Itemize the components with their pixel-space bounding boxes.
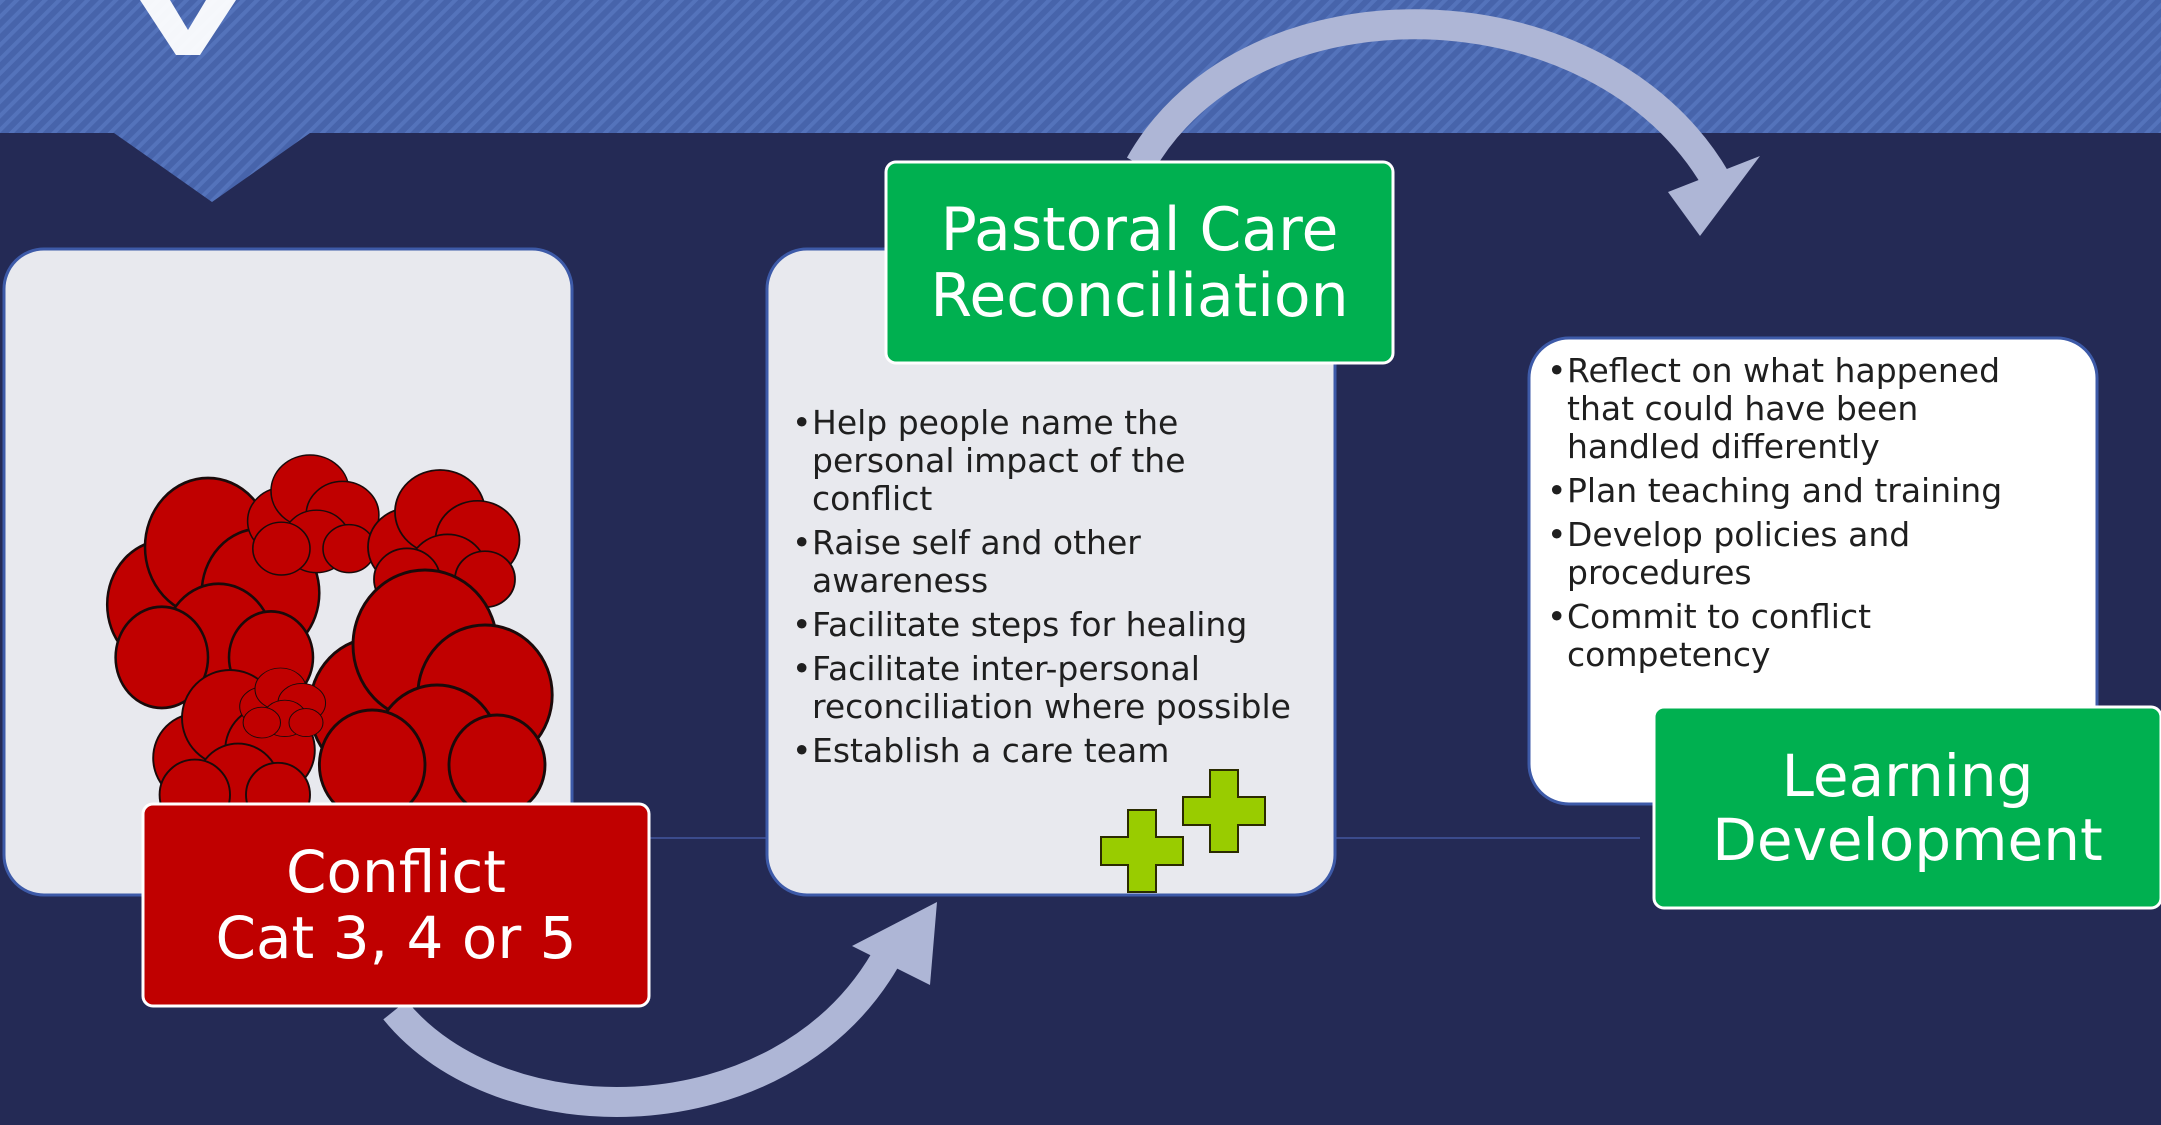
pastoral-bullet-1: Help people name the personal impact of … (790, 404, 1310, 518)
conflict-label-line-2: Cat 3, 4 or 5 (215, 904, 577, 972)
learning-label-line-1: Learning (1781, 741, 2034, 810)
plus-icon (1100, 769, 1266, 893)
learning-bullet-2: Plan teaching and training (1545, 472, 2055, 511)
arrow-bottom (383, 952, 898, 1118)
pastoral-bullet-4: Facilitate inter-personal reconciliation… (790, 650, 1310, 726)
conflict-label: Conflict Cat 3, 4 or 5 (143, 804, 649, 1006)
learning-label-box (1652, 705, 2161, 910)
learning-label: Learning Development (1654, 707, 2161, 908)
pastoral-bullet-3: Facilitate steps for healing (790, 606, 1310, 645)
pastoral-bullet-5: Establish a care team (790, 732, 1310, 771)
arrow-bottom-head (852, 902, 937, 985)
learning-bullet-4: Commit to conflict competency (1545, 598, 2055, 674)
arrow-top-head (1668, 156, 1760, 236)
pastoral-label-line-1: Pastoral Care (940, 194, 1339, 265)
pastoral-bullets: Help people name the personal impact of … (790, 404, 1310, 776)
pastoral-label-box (884, 160, 1395, 365)
conflict-label-line-1: Conflict (285, 838, 507, 906)
header-band (0, 0, 2161, 202)
learning-label-line-2: Development (1712, 805, 2103, 874)
pastoral-label: Pastoral Care Reconciliation (886, 162, 1393, 363)
learning-bullets: Reflect on what happened that could have… (1545, 352, 2055, 680)
arrow-top (1126, 9, 1729, 188)
conflict-label-box (141, 802, 651, 1008)
pastoral-label-line-2: Reconciliation (930, 260, 1349, 331)
title-fragment (140, 0, 236, 55)
learning-bullet-3: Develop policies and procedures (1545, 516, 2055, 592)
learning-bullet-1: Reflect on what happened that could have… (1545, 352, 2055, 466)
pastoral-bullet-2: Raise self and other awareness (790, 524, 1310, 600)
